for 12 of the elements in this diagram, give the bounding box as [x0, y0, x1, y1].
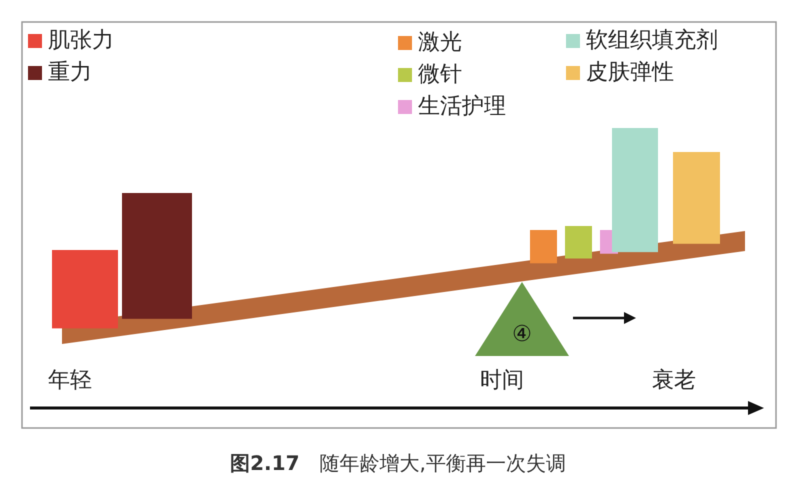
- legend-label: 肌张力: [48, 28, 114, 54]
- legend-label: 生活护理: [418, 94, 506, 120]
- legend-label: 激光: [418, 30, 462, 56]
- axis-label: 衰老: [652, 368, 696, 394]
- axis-label: 时间: [480, 368, 524, 394]
- legend-label: 重力: [48, 60, 92, 86]
- figure-caption: 图2.17 随年龄增大,平衡再一次失调: [229, 450, 567, 477]
- axis-label: 年轻: [48, 368, 92, 394]
- circled-number: ④: [511, 322, 533, 348]
- legend-label: 微针: [418, 62, 462, 88]
- legend-label: 皮肤弹性: [586, 60, 674, 86]
- legend-label: 软组织填充剂: [586, 28, 718, 54]
